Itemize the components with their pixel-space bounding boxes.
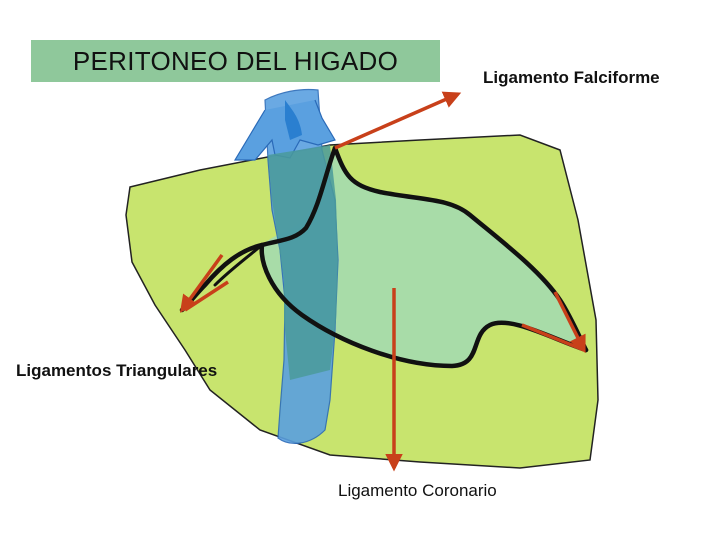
arrow-triangular-left (179, 253, 224, 313)
arrow-triangular-right-b (521, 323, 585, 352)
left-triangular-line-2 (213, 243, 264, 287)
label-triangulares: Ligamentos Triangulares (16, 361, 218, 380)
label-coronario: Ligamento Coronario (338, 481, 497, 500)
label-falciforme: Ligamento Falciforme (483, 68, 660, 87)
bare-area (261, 148, 586, 365)
arrow-falciforme (334, 91, 462, 150)
hepatic-vein-inner (285, 100, 302, 140)
vein-overlap (268, 145, 338, 380)
coronary-line-lower (259, 242, 589, 369)
arrow-triangular-right (553, 291, 586, 354)
diagram-title: PERITONEO DEL HIGADO (31, 40, 440, 82)
arrow-triangular-left-b (184, 280, 229, 312)
